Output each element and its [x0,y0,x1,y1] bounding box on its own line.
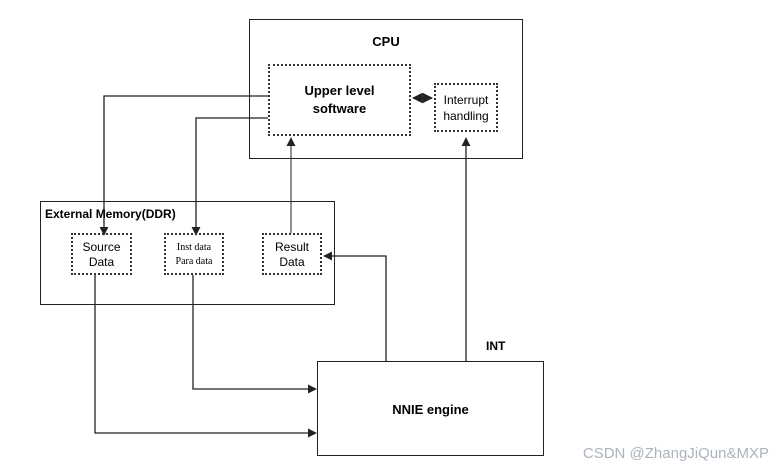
wire-nnie-to-result [323,251,387,361]
inst-data-box: Inst data Para data [164,233,224,275]
source-data-line2: Data [88,255,115,269]
interrupt-line1: Interrupt [443,93,489,107]
wire-inst-to-nnie [192,275,317,394]
interrupt-line2: handling [443,109,489,123]
result-data-label: Result Data [264,240,320,270]
upper-software-box: Upper level software [268,64,411,136]
cpu-box: CPU [249,19,523,159]
watermark-text: CSDN @ZhangJiQun&MXP [582,445,769,462]
upper-software-label: Upper level software [270,82,409,118]
external-memory-box: External Memory(DDR) [40,201,335,305]
interrupt-box: Interrupt handling [434,83,498,132]
source-data-line1: Source [82,240,121,254]
upper-software-line2: software [312,101,367,116]
nnie-engine-box: NNIE engine [317,361,544,456]
wire-source-to-nnie [94,275,317,438]
interrupt-label: Interrupt handling [436,92,496,124]
result-data-line2: Data [279,255,305,269]
wire-software-to-source [99,95,268,236]
inst-data-line1: Inst data [176,242,212,253]
source-data-label: Source Data [73,240,130,270]
result-data-line1: Result [274,240,309,254]
wire-software-to-inst [191,117,268,236]
inst-data-line2: Para data [175,256,213,267]
external-memory-title: External Memory(DDR) [45,207,176,221]
nnie-engine-title: NNIE engine [392,402,469,417]
inst-data-label: Inst data Para data [166,241,222,269]
upper-software-line1: Upper level [304,83,375,98]
cpu-title: CPU [372,34,400,49]
int-label: INT [486,339,506,353]
result-data-box: Result Data [262,233,322,275]
source-data-box: Source Data [71,233,132,275]
